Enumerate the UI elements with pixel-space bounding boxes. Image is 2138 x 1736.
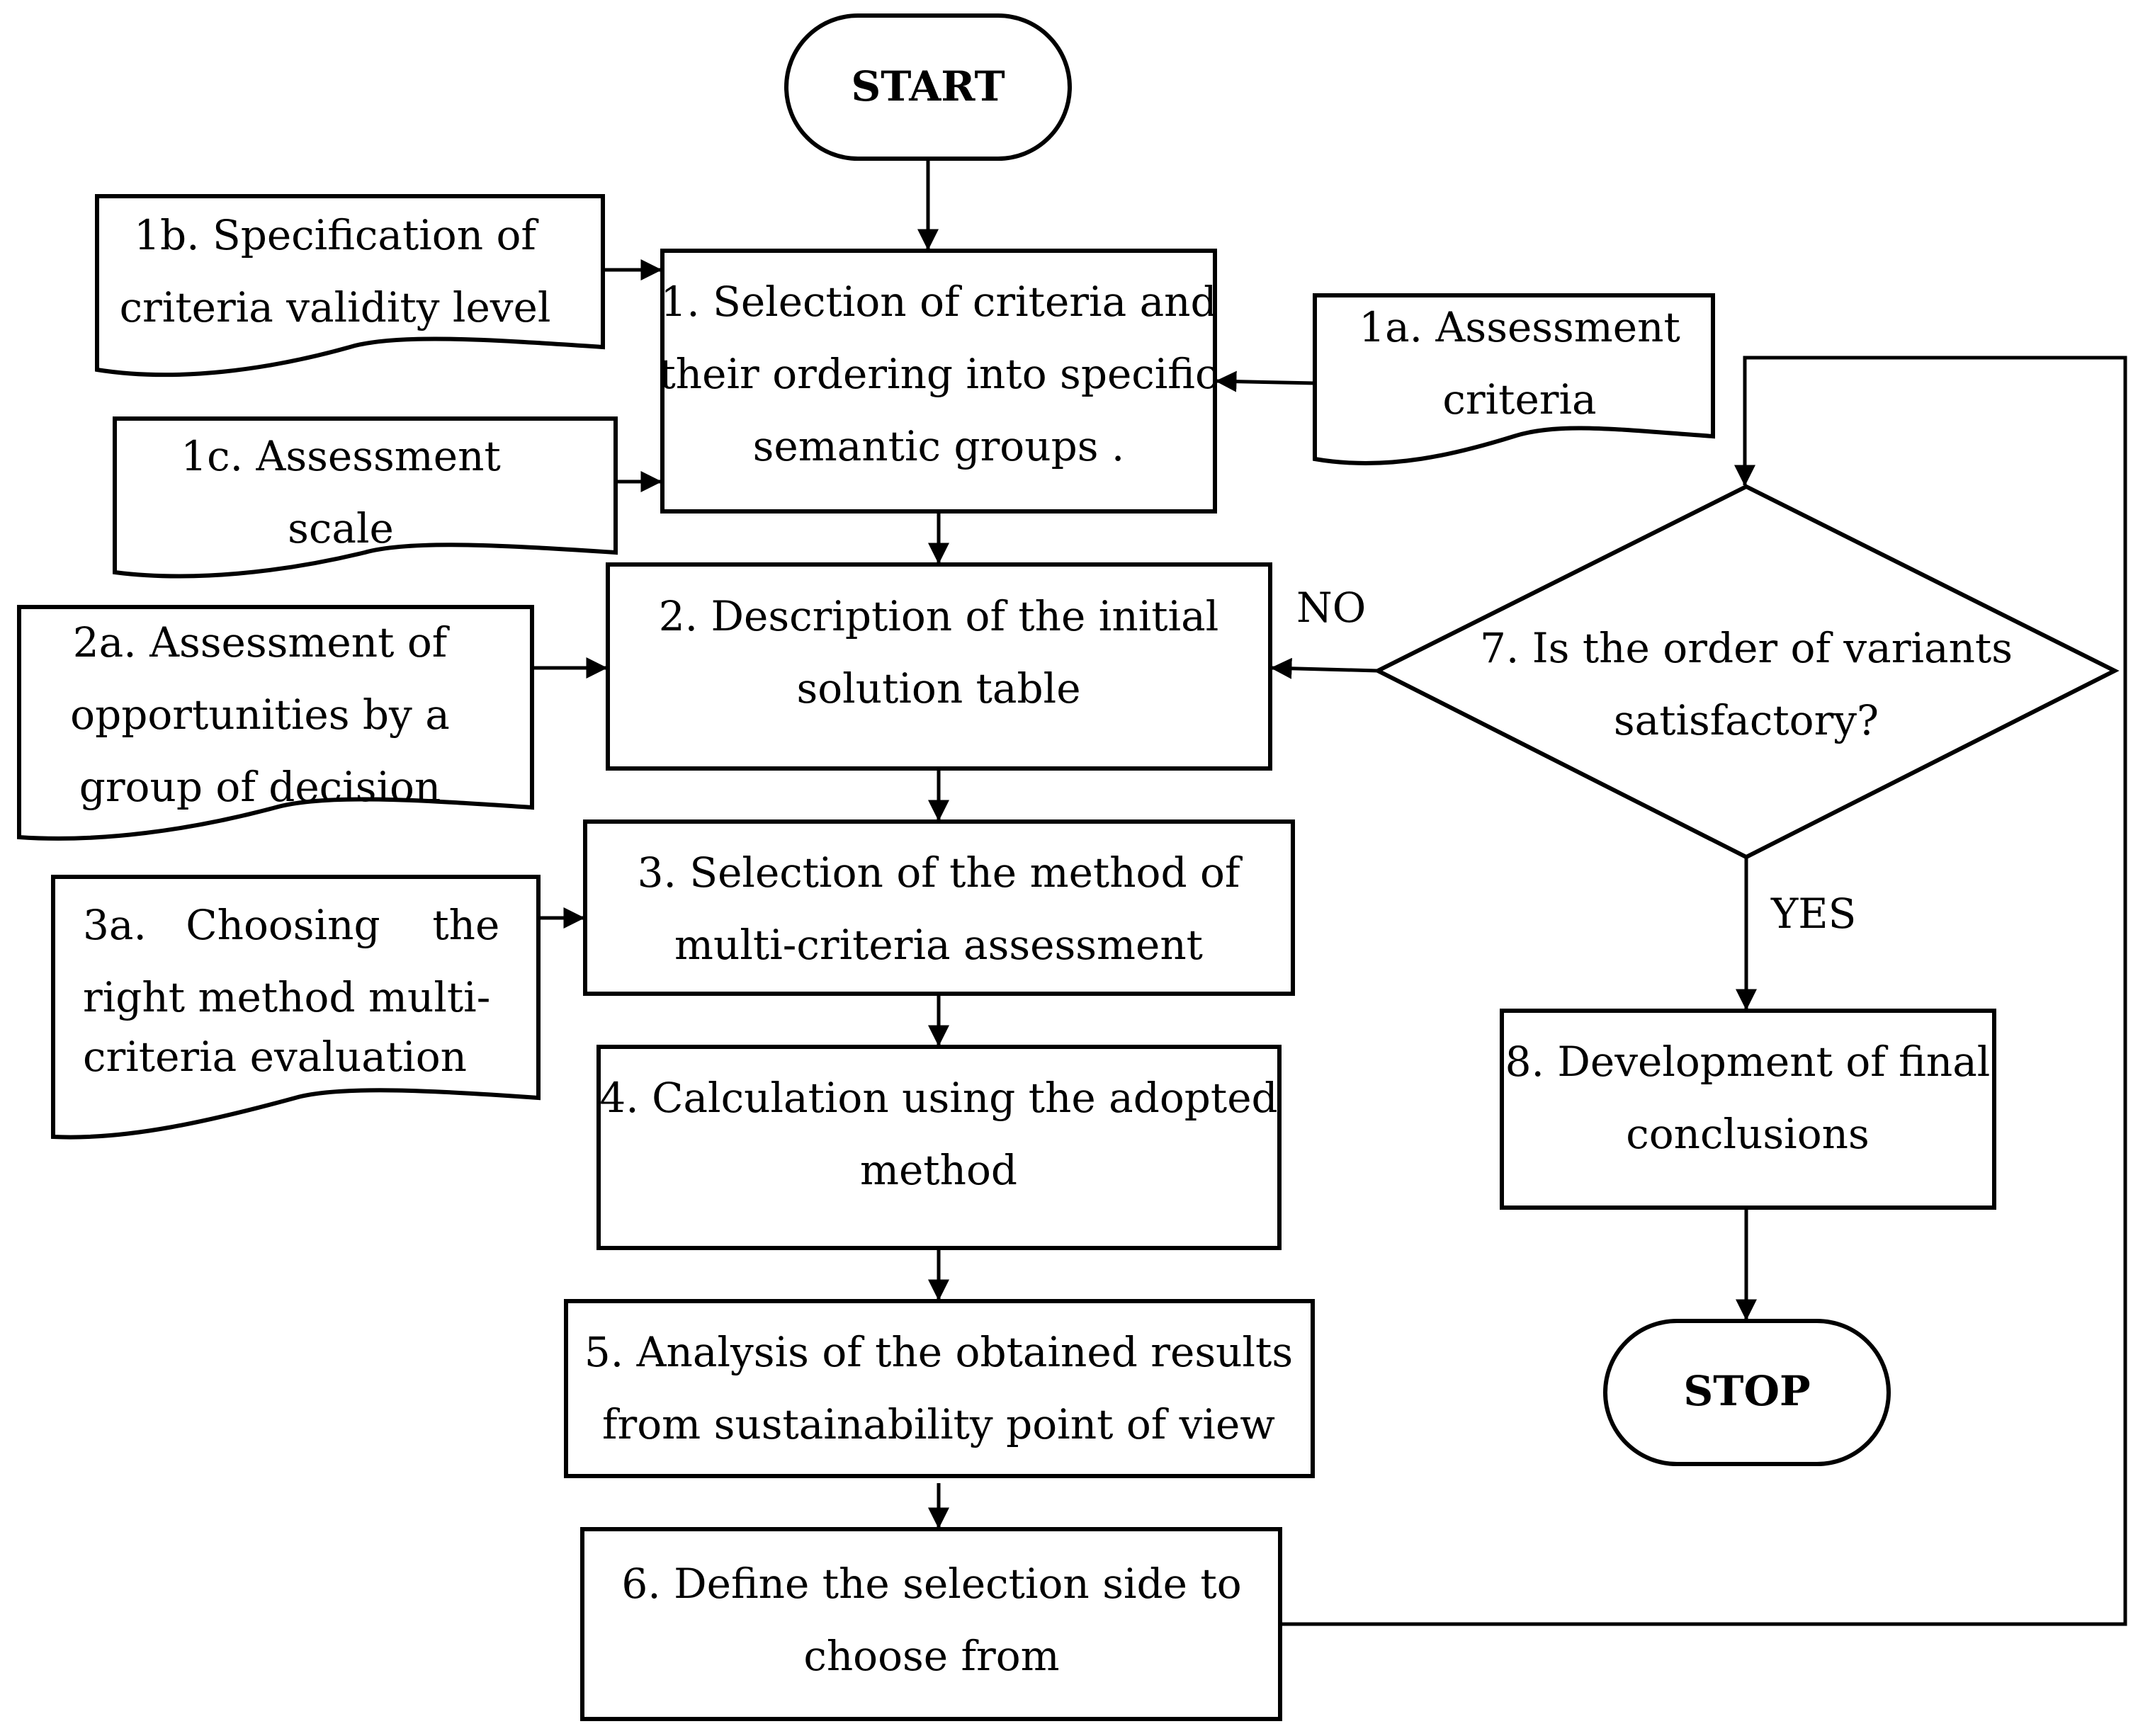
step-2-line-2: solution table — [796, 664, 1080, 713]
arrow-decision-no-to-step-2 — [1270, 657, 1379, 679]
step-8-box: 8. Development of final conclusions — [1500, 1009, 1996, 1210]
decision-line-1: 7. Is the order of variants — [1480, 624, 2013, 672]
input-1c-line-2: scale — [288, 504, 394, 552]
step-6-line-1: 6. Define the selection side to — [621, 1560, 1241, 1608]
step-3-box: 3. Selection of the method of multi-crit… — [583, 819, 1295, 996]
no-branch-label: NO — [1296, 584, 1366, 632]
input-3a-line-2: right method multi- — [83, 973, 490, 1021]
step-1-box: 1. Selection of criteria and their order… — [660, 249, 1218, 514]
step-1-line-1: 1. Selection of criteria and — [660, 278, 1216, 326]
step-5-box: 5. Analysis of the obtained results from… — [564, 1299, 1315, 1478]
input-1b-document: 1b. Specification of criteria validity l… — [95, 194, 605, 378]
step-4-line-1: 4. Calculation using the adopted — [599, 1074, 1277, 1122]
step-6-box: 6. Define the selection side to choose f… — [580, 1527, 1282, 1721]
input-1a-document: 1a. Assessment criteria — [1313, 293, 1715, 465]
step-2-line-1: 2. Description of the initial — [659, 592, 1219, 640]
input-3a-line-3: criteria evaluation — [83, 1033, 467, 1081]
step-5-line-2: from sustainability point of view — [602, 1400, 1275, 1448]
input-2a-line-2: opportunities by a — [70, 691, 450, 739]
connectors — [532, 159, 2127, 1626]
input-1a-line-2: criteria — [1442, 375, 1596, 424]
input-3a-line-1: 3a. Choosing the — [83, 901, 499, 949]
step-2-box: 2. Description of the initial solution t… — [606, 562, 1272, 771]
step-3-line-2: multi-criteria assessment — [674, 921, 1203, 969]
step-1-line-2: their ordering into specific — [660, 350, 1218, 398]
input-2a-document: 2a. Assessment of opportunities by a gro… — [17, 605, 534, 841]
step-6-line-2: choose from — [803, 1632, 1059, 1680]
input-1a-line-1: 1a. Assessment — [1359, 303, 1680, 351]
start-label: START — [851, 62, 1005, 110]
yes-branch-label: YES — [1770, 890, 1856, 938]
input-2a-line-1: 2a. Assessment of — [73, 618, 450, 666]
step-3-line-1: 3. Selection of the method of — [638, 849, 1243, 897]
arrow-step-6-loop-to-decision — [1280, 356, 2127, 1626]
decision-line-2: satisfactory? — [1614, 696, 1879, 744]
step-5-line-1: 5. Analysis of the obtained results — [584, 1328, 1293, 1376]
step-1-line-3: semantic groups . — [753, 422, 1125, 470]
stop-terminator: STOP — [1603, 1319, 1891, 1466]
input-1b-line-1: 1b. Specification of — [134, 211, 538, 259]
input-1c-document: 1c. Assessment scale — [113, 416, 618, 579]
input-1b-line-2: criteria validity level — [120, 283, 551, 331]
input-3a-document: 3a. Choosing the right method multi- cri… — [51, 875, 541, 1140]
input-1c-line-1: 1c. Assessment — [181, 432, 501, 480]
decision-7-diamond: 7. Is the order of variants satisfactory… — [1373, 484, 2120, 860]
step-8-line-2: conclusions — [1626, 1110, 1870, 1158]
step-4-line-2: method — [860, 1146, 1017, 1194]
stop-label: STOP — [1683, 1367, 1810, 1415]
step-4-box: 4. Calculation using the adopted method — [596, 1045, 1282, 1250]
start-terminator: START — [784, 13, 1072, 161]
arrow-input-1a-to-step-1 — [1215, 370, 1316, 392]
step-8-line-1: 8. Development of final — [1505, 1038, 1991, 1086]
input-2a-line-3: group of decision — [79, 763, 441, 811]
